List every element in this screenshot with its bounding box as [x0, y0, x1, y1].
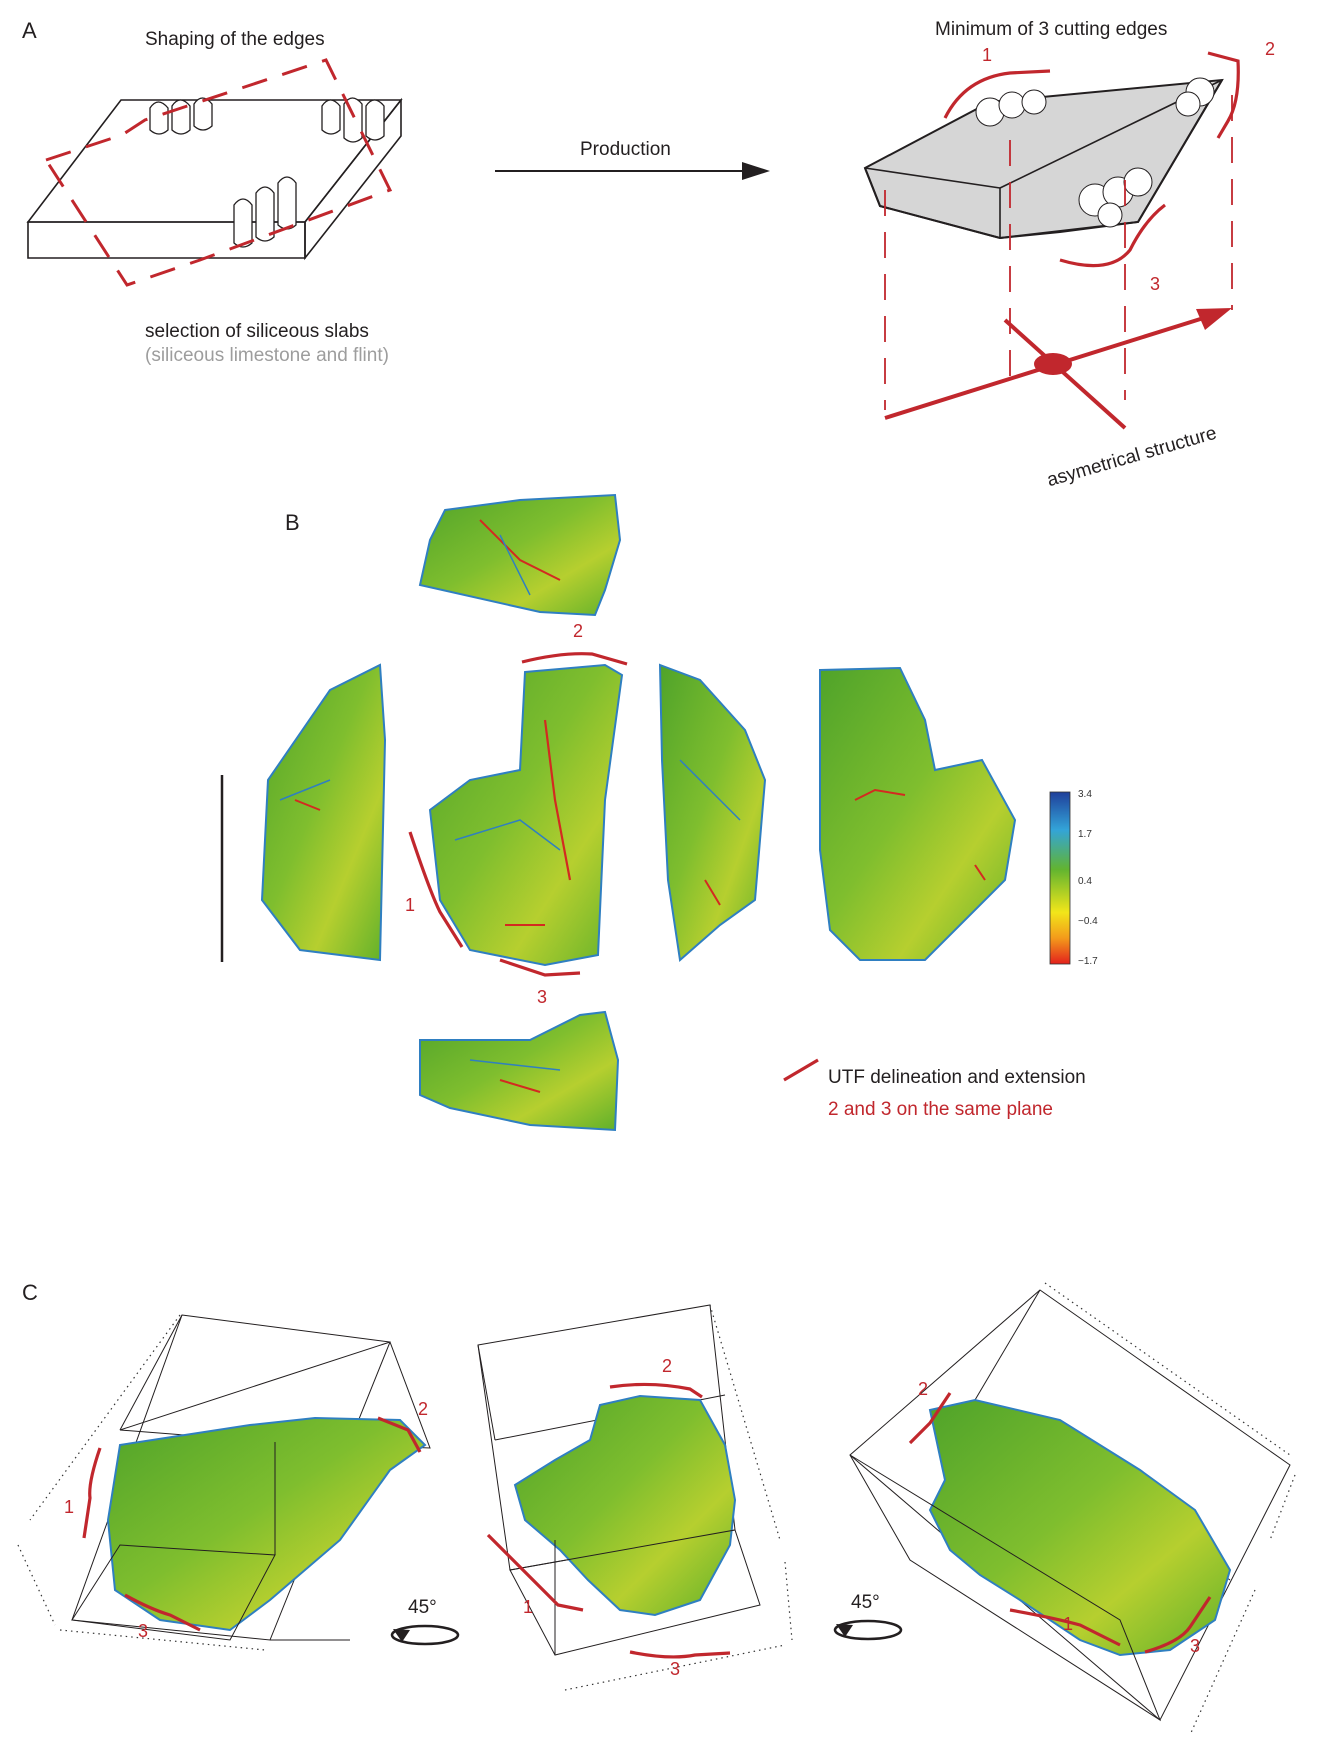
c1-edge-number-1: 1 [64, 1497, 75, 1517]
c-view-2-ticks [564, 1304, 793, 1691]
c2-edge-number-1: 1 [523, 1597, 534, 1617]
left-title: Shaping of the edges [145, 29, 325, 50]
c-view-2-edge-marks [486, 1382, 731, 1659]
asymmetry-arrowhead [1196, 308, 1232, 330]
rotation-label-1: 45° [408, 1597, 437, 1618]
scan-top-view [418, 493, 622, 617]
b-edge-number-3: 3 [537, 987, 548, 1007]
c-view-1-edge-marks [82, 1416, 422, 1632]
c-view-2-scan [513, 1394, 737, 1617]
projection-lines [884, 95, 1233, 410]
tool-edge-marks [943, 51, 1240, 268]
colorbar-tick-2: 1.7 [1078, 829, 1092, 840]
scan-view-4 [819, 666, 1017, 961]
c2-edge-number-2: 2 [662, 1356, 673, 1376]
c1-edge-number-2: 2 [418, 1399, 429, 1419]
legend-utf-line: UTF delineation and extension [828, 1067, 1086, 1088]
scan-bottom-view [419, 1010, 620, 1132]
c-view-1-ticks [17, 1314, 266, 1651]
b-edge-number-1: 1 [405, 895, 416, 915]
panel-c-letter: C [22, 1280, 38, 1305]
c3-edge-number-1: 1 [1063, 1614, 1074, 1634]
c-view-1-box-front [71, 1442, 276, 1641]
scan-view-1 [260, 663, 387, 962]
rotation-label-2: 45° [851, 1592, 880, 1613]
panel-a-letter: A [22, 18, 37, 43]
c1-edge-number-3: 3 [138, 1621, 149, 1641]
rotation-arrow-2 [833, 1619, 903, 1641]
colorbar-tick-1: 3.4 [1078, 789, 1092, 800]
c2-edge-number-3: 3 [670, 1659, 681, 1679]
edge-number-3: 3 [1150, 274, 1161, 294]
scan-view-2 [428, 663, 624, 967]
c-view-3-ticks [1044, 1282, 1296, 1736]
panel-b-letter: B [285, 510, 300, 535]
c-view-3-edge-marks [908, 1392, 1212, 1654]
left-subcaption: (siliceous limestone and flint) [145, 345, 389, 366]
slab-wireframe [26, 97, 403, 261]
c-view-1-scan [106, 1416, 427, 1632]
scan-view-3 [658, 663, 767, 962]
right-title: Minimum of 3 cutting edges [935, 19, 1168, 40]
dashed-shaping-outline [43, 58, 393, 287]
colorbar-tick-5: −1.7 [1078, 956, 1098, 967]
edge-number-2: 2 [1265, 39, 1276, 59]
colorbar [1049, 791, 1071, 965]
b-edge-marks [408, 652, 819, 1082]
rotation-arrowhead-1 [393, 1629, 410, 1642]
left-caption: selection of siliceous slabs [145, 321, 369, 342]
edge-number-1: 1 [982, 45, 993, 65]
colorbar-tick-3: 0.4 [1078, 876, 1092, 887]
c-view-2-box-front [509, 1529, 761, 1656]
c3-edge-number-3: 3 [1190, 1636, 1201, 1656]
asymmetry-center [1034, 353, 1072, 375]
retouch-scars [149, 97, 385, 248]
c-view-3-box-front [849, 1454, 1162, 1722]
production-arrow [495, 162, 770, 180]
c-view-3-scan [928, 1398, 1232, 1657]
colorbar-tick-4: −0.4 [1078, 916, 1098, 927]
production-label: Production [580, 139, 671, 160]
c3-edge-number-2: 2 [918, 1379, 929, 1399]
b-edge-number-2: 2 [573, 621, 584, 641]
rotation-arrowhead-2 [836, 1624, 853, 1637]
legend-same-plane: 2 and 3 on the same plane [828, 1099, 1054, 1120]
rotation-arrow-1 [390, 1624, 460, 1646]
